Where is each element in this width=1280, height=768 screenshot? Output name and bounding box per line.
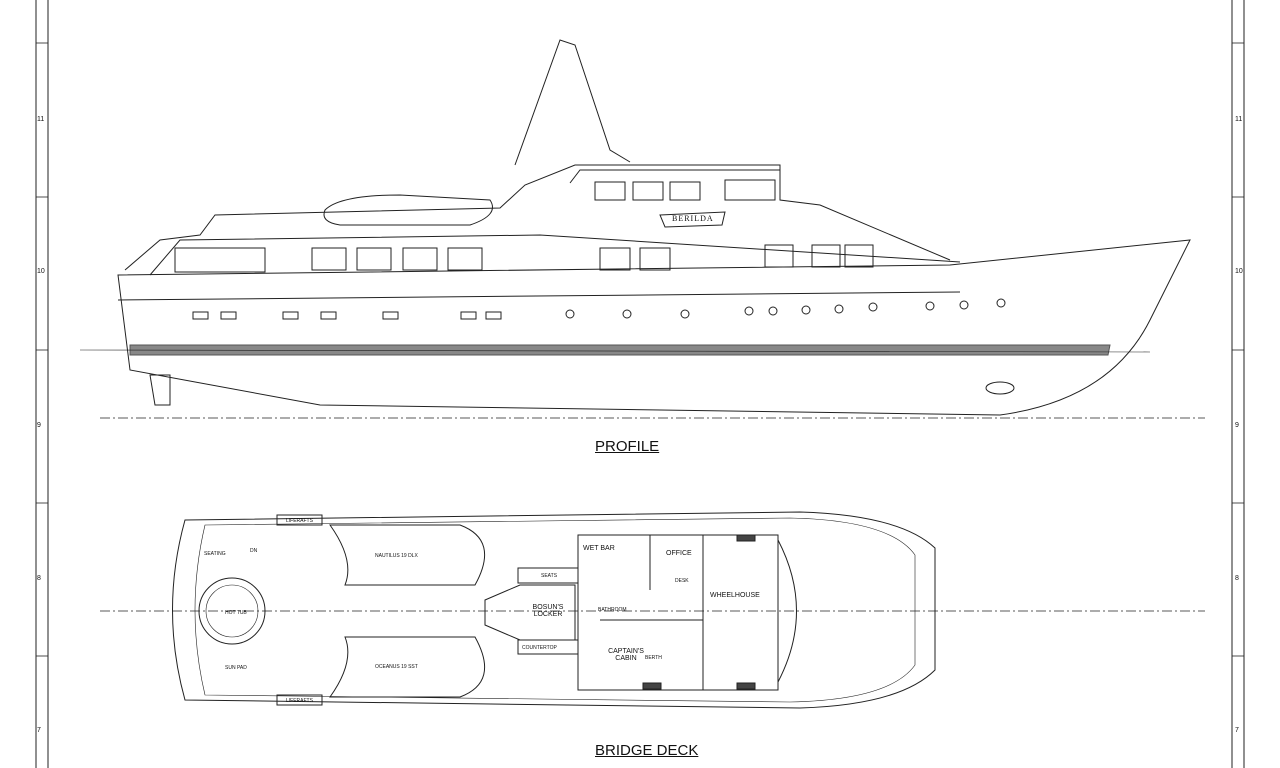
profile-view: [79, 39, 1205, 419]
margin-mark: 8: [37, 575, 41, 582]
margin-mark: 10: [1235, 268, 1243, 275]
margin-mark: 9: [37, 422, 41, 429]
margin-mark: 11: [1235, 116, 1243, 123]
down-label: DN: [250, 548, 258, 554]
tender-bottom-outline: [329, 636, 486, 698]
office-label: OFFICE: [666, 550, 692, 557]
bathroom-label: BATHROOM: [598, 607, 627, 613]
margin-mark: 8: [1235, 575, 1239, 582]
name-board: [659, 211, 726, 228]
bridge-deck-title: BRIDGE DECK: [595, 742, 699, 759]
tender-top-outline: [329, 524, 486, 586]
desk-label: DESK: [675, 578, 689, 584]
bosuns-locker-label: BOSUN'S LOCKER: [532, 604, 564, 618]
bridge-deck-view: [100, 511, 1205, 709]
border-frame: [35, 0, 1245, 768]
countertop-label: COUNTERTOP: [522, 645, 557, 651]
hot-tub-outline: [198, 577, 266, 645]
berth-label: BERTH: [645, 655, 662, 661]
seats-label: SEATS: [541, 573, 558, 579]
wheelhouse-outline: [702, 534, 779, 691]
seating-label: SEATING: [204, 551, 226, 557]
wheelhouse-label: WHEELHOUSE: [710, 592, 760, 599]
margin-mark: 10: [37, 268, 45, 275]
margin-mark: 7: [1235, 727, 1239, 734]
wet-bar-label: WET BAR: [583, 545, 615, 552]
tender: [323, 194, 493, 226]
liferafts-bottom-label: LIFERAFTS: [286, 698, 313, 704]
portholes: [192, 298, 1006, 320]
sun-pad-label: SUN PAD: [225, 665, 247, 671]
tender-top-label: NAUTILUS 19 DLX: [375, 553, 418, 559]
margin-mark: 7: [37, 727, 41, 734]
liferafts-top-label: LIFERAFTS: [286, 518, 313, 524]
boot-stripe: [129, 344, 1111, 356]
margin-mark: 11: [37, 116, 45, 123]
captains-cabin-label: CAPTAIN'S CABIN: [608, 648, 644, 662]
windows: [174, 179, 874, 273]
cabin-block: [577, 534, 704, 691]
tender-bottom-label: OCEANUS 19 SST: [375, 664, 418, 670]
profile-title: PROFILE: [595, 438, 660, 455]
margin-mark: 9: [1235, 422, 1239, 429]
deck-outline: [172, 511, 936, 709]
vessel-name: BERILDA: [672, 214, 714, 223]
hull-outline: [117, 239, 1191, 416]
hot-tub-label: HOT TUB: [225, 610, 247, 616]
